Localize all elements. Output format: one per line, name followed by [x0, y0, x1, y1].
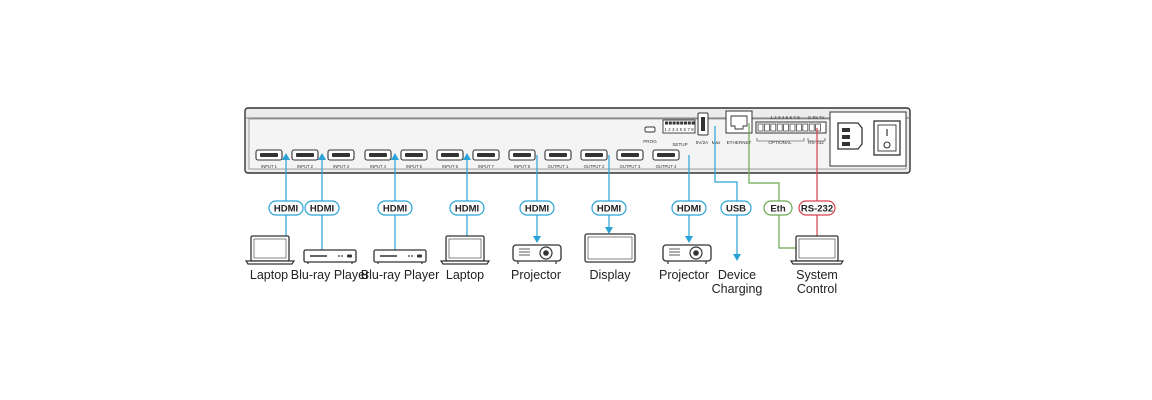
input-1-label: INPUT 1: [261, 164, 278, 169]
power-inlet-icon: [837, 122, 863, 150]
hdmi-label: HDMI: [677, 204, 701, 215]
eth-label: Eth: [770, 204, 786, 215]
display-icon: [584, 233, 636, 263]
hdmi-label: HDMI: [525, 204, 549, 215]
usb-port-label: 5V/2A: [696, 140, 709, 145]
hdmi-input-6: INPUT 6: [436, 149, 464, 169]
input-7-label: INPUT 7: [478, 164, 495, 169]
hdmi-input-7: INPUT 7: [472, 149, 500, 169]
eth-cable: [748, 123, 800, 249]
hdmi-pill-out2: HDMI: [591, 200, 627, 216]
blu-ray-player-icon: [373, 249, 427, 264]
hdmi-label: HDMI: [310, 204, 334, 215]
hdmi-pill-in4: HDMI: [377, 200, 413, 216]
input-5-label: INPUT 5: [406, 164, 423, 169]
setup-label: SETUP: [672, 142, 687, 147]
hdmi-input-8: INPUT 8: [508, 149, 536, 169]
hdmi-input-2: INPUT 2: [291, 149, 319, 169]
device-charging-line1: Device: [718, 268, 756, 282]
cable-arrow-in6: [463, 153, 471, 160]
hdmi-pill-in2: HDMI: [304, 200, 340, 216]
control-laptop-icon: [789, 235, 845, 265]
hdmi-pill-in6: HDMI: [449, 200, 485, 216]
power-section: [829, 111, 907, 167]
hdmi-output-4: OUTPUT 4: [652, 149, 680, 169]
usb-label: USB: [726, 204, 746, 215]
usb-pill: USB: [720, 200, 752, 216]
eth-pill: Eth: [763, 200, 793, 216]
input-8-label: INPUT 8: [514, 164, 531, 169]
hdmi-label: HDMI: [274, 204, 298, 215]
cable-arrow-in1: [282, 153, 290, 160]
rs232-port-label: RS-232: [808, 140, 824, 145]
hdmi-pill-in8: HDMI: [519, 200, 555, 216]
hdmi-input-1: INPUT 1: [255, 149, 283, 169]
usb-cable: [714, 126, 741, 261]
cable-arrow-out2: [605, 227, 613, 234]
usb-charging-port: 5V/2A Max: [696, 112, 721, 145]
rs232-pill: RS-232: [798, 200, 836, 216]
rs232-label: RS-232: [801, 204, 833, 215]
ethernet-label: ETHERNET: [727, 140, 752, 145]
setup-dip-switch: 1 2 3 4 5 6 7 8 SETUP: [662, 119, 696, 147]
terminal-numbers: 1 2 3 4 5 6 7 8: [770, 115, 800, 120]
input-4-label: INPUT 4: [370, 164, 387, 169]
power-switch-icon: [873, 120, 901, 156]
hdmi-label: HDMI: [383, 204, 407, 215]
ethernet-port: ETHERNET: [725, 110, 753, 145]
device-label-display: Display: [590, 268, 632, 282]
device-charging-line2: Charging: [712, 282, 763, 296]
system-control-line2: Control: [797, 282, 837, 296]
hdmi-label: HDMI: [455, 204, 479, 215]
device-label-blu-ray-player: Blu-ray Player: [361, 268, 440, 282]
cable-arrow-in4: [391, 153, 399, 160]
projector-icon: [512, 244, 562, 264]
hdmi-input-3: INPUT 3: [327, 149, 355, 169]
hdmi-output-2: OUTPUT 2: [580, 149, 608, 169]
hdmi-label: HDMI: [597, 204, 621, 215]
device-label-laptop: Laptop: [250, 268, 288, 282]
hdmi-pill-out4: HDMI: [671, 200, 707, 216]
input-2-label: INPUT 2: [297, 164, 314, 169]
optional-label: OPTIONAL: [768, 140, 792, 145]
system-control-line1: System: [796, 268, 838, 282]
device-label-blu-ray-player: Blu-ray Player: [291, 268, 370, 282]
device-label-laptop: Laptop: [446, 268, 484, 282]
prog-label: PROG: [643, 139, 657, 144]
usb-max-label: Max: [712, 140, 721, 145]
dip-numbers: 1 2 3 4 5 6 7 8: [664, 127, 694, 132]
device-label-projector: Projector: [659, 268, 709, 282]
cable-arrow-out4: [685, 236, 693, 243]
blu-ray-player-icon: [303, 249, 357, 264]
terminal-rxtx: G Rx Tx: [808, 115, 825, 120]
hdmi-input-5: INPUT 5: [400, 149, 428, 169]
laptop-icon: [439, 235, 491, 265]
device-label-projector: Projector: [511, 268, 561, 282]
input-3-label: INPUT 3: [333, 164, 350, 169]
hdmi-input-4: INPUT 4: [364, 149, 392, 169]
terminal-block: 1 2 3 4 5 6 7 8 G Rx Tx OPTIONAL RS-232: [755, 115, 827, 145]
hdmi-output-1: OUTPUT 1: [544, 149, 572, 169]
cable-arrow-in2: [318, 153, 326, 160]
output-2-label: OUTPUT 2: [584, 164, 605, 169]
input-6-label: INPUT 6: [442, 164, 459, 169]
laptop-icon: [244, 235, 296, 265]
output-3-label: OUTPUT 3: [620, 164, 641, 169]
projector-icon: [662, 244, 712, 264]
output-1-label: OUTPUT 1: [548, 164, 569, 169]
cable-arrow-in8: [533, 236, 541, 243]
hdmi-pill-in1: HDMI: [268, 200, 304, 216]
prog-port: PROG: [643, 126, 657, 144]
hdmi-output-3: OUTPUT 3: [616, 149, 644, 169]
output-4-label: OUTPUT 4: [656, 164, 677, 169]
